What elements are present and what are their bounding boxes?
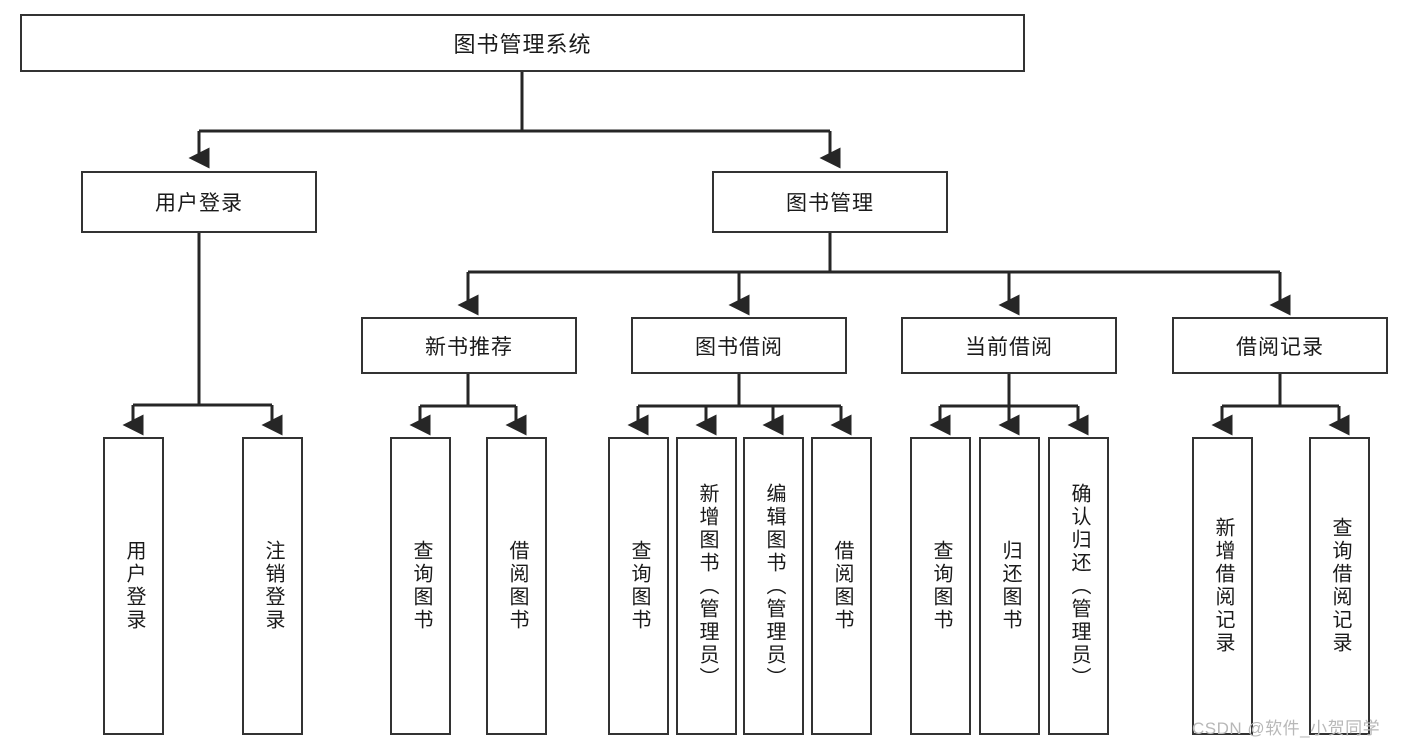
node-leaf-query-record[interactable]: 查询借阅记录 [1309,437,1370,735]
node-leaf-logout-login[interactable]: 注销登录 [242,437,303,735]
node-current-borrow[interactable]: 当前借阅 [901,317,1117,374]
node-leaf-confirm-return[interactable]: 确认归还（管理员） [1048,437,1109,735]
node-leaf-add-book[interactable]: 新增图书（管理员） [676,437,737,735]
node-leaf-edit-book[interactable]: 编辑图书（管理员） [743,437,804,735]
node-leaf-query-book-2[interactable]: 查询图书 [608,437,669,735]
node-root[interactable]: 图书管理系统 [20,14,1025,72]
node-user-login[interactable]: 用户登录 [81,171,317,233]
node-leaf-borrow-book-1[interactable]: 借阅图书 [486,437,547,735]
node-leaf-user-login[interactable]: 用户登录 [103,437,164,735]
node-leaf-borrow-book-2[interactable]: 借阅图书 [811,437,872,735]
node-borrow-record[interactable]: 借阅记录 [1172,317,1388,374]
node-leaf-query-book-1[interactable]: 查询图书 [390,437,451,735]
node-book-management[interactable]: 图书管理 [712,171,948,233]
node-book-borrow[interactable]: 图书借阅 [631,317,847,374]
node-leaf-add-record[interactable]: 新增借阅记录 [1192,437,1253,735]
node-new-book-recommend[interactable]: 新书推荐 [361,317,577,374]
node-leaf-return-book[interactable]: 归还图书 [979,437,1040,735]
node-leaf-query-book-3[interactable]: 查询图书 [910,437,971,735]
